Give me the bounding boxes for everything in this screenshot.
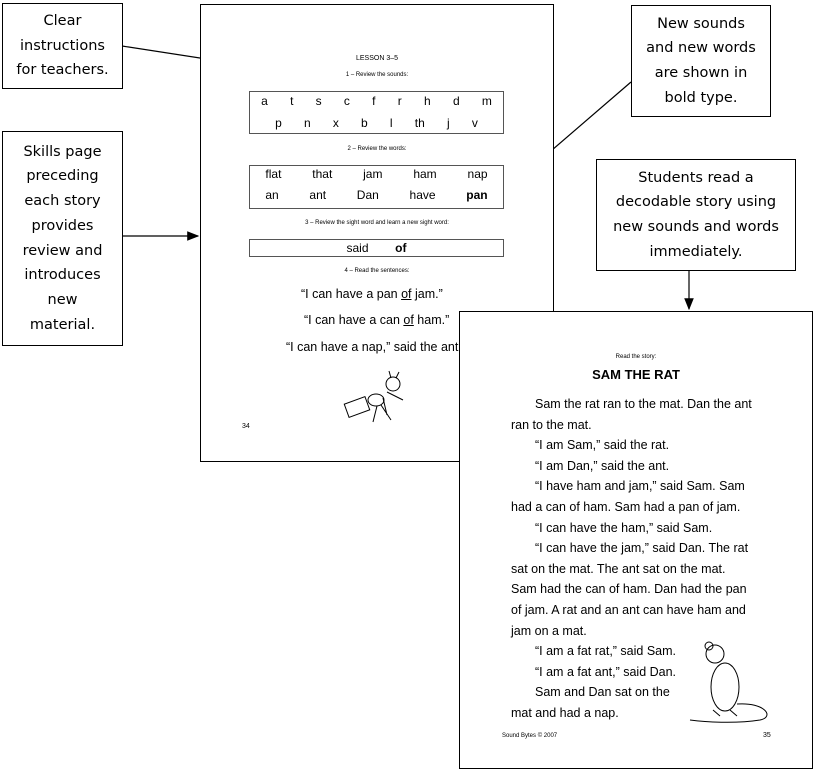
callout-line: preceding [26, 168, 99, 185]
story-line: “I can have the ham,” said Sam. [535, 520, 713, 535]
lesson-title: LESSON 3–5 [355, 55, 399, 62]
rat-illustration [689, 641, 768, 723]
callout-line: and new words [646, 40, 756, 57]
callout-teachers: Clear instructions for teachers. [2, 3, 123, 89]
callout-line: each story [24, 193, 101, 210]
story-line: “I am Dan,” said the ant. [535, 458, 670, 473]
sound: n [303, 116, 311, 130]
callout-line: bold type. [664, 89, 738, 106]
word: that [312, 167, 333, 181]
word: have [409, 188, 436, 202]
sound: x [332, 116, 339, 130]
sight-word-new: of [395, 241, 407, 255]
story-page: Read the story: SAM THE RAT Sam the rat … [459, 311, 813, 769]
story-footer: Sound Bytes © 2007 [502, 733, 558, 739]
story-line: Sam had the can of ham. Dan had the pan [511, 582, 747, 597]
sight-word-old: said [346, 241, 369, 255]
callout-line: provides [31, 217, 94, 234]
callout-bold: New sounds and new words are shown in bold … [631, 5, 771, 117]
callout-line: introduces [24, 267, 101, 284]
callout-line: instructions [20, 37, 105, 54]
sentence-2: “I can have a can of ham.” [304, 313, 450, 327]
word: ham [413, 167, 437, 181]
callout-line: for teachers. [16, 62, 109, 79]
sound: a [261, 94, 268, 108]
sound: l [389, 116, 393, 130]
skills-page: LESSON 3–5 1 – Review the sounds: a t s c f r… [200, 4, 554, 462]
word: an [265, 188, 279, 202]
story-line: Sam and Dan sat on the [535, 685, 670, 700]
story-line: “I can have the jam,” said Dan. The rat [535, 541, 749, 556]
story-line: mat and had a nap. [511, 705, 619, 720]
sentence-1: “I can have a pan of jam.” [301, 287, 443, 301]
callout-line: review and [22, 242, 103, 259]
callout-skills: Skills page preceding each story provides re… [2, 131, 123, 346]
page-number-right: 35 [763, 732, 771, 739]
word: flat [265, 167, 282, 181]
word-new: pan [466, 188, 488, 202]
story-line: ran to the mat. [511, 417, 592, 432]
callout-line: are shown in [654, 65, 748, 81]
sound: b [361, 116, 368, 130]
story-line: “I am a fat rat,” said Sam. [535, 644, 677, 659]
sound: p [275, 116, 282, 130]
story-line: “I am a fat ant,” said Dan. [535, 664, 677, 679]
story-line: sat on the mat. The ant sat on the mat. [511, 561, 726, 576]
sound: c [343, 94, 350, 108]
story-line: “I have ham and jam,” said Sam. Sam [535, 479, 745, 494]
sight-box: said of [249, 239, 504, 257]
sound: th [414, 116, 425, 130]
sound: d [452, 94, 460, 108]
word: jam [363, 167, 383, 181]
sound: f [372, 94, 376, 108]
callout-line: decodable story using [615, 194, 777, 211]
callout-line: Skills page [23, 143, 102, 160]
sound: j [446, 116, 450, 130]
callout-line: new [47, 291, 78, 308]
sounds-box: a t s c f r h d m p n x b l th j v [249, 91, 504, 134]
story-text: Sam the rat ran to the mat. Dan the ant r… [511, 394, 752, 724]
sound: r [397, 94, 402, 108]
step-4: 4 – Read the sentences: [344, 268, 410, 274]
story-line: “I am Sam,” said the rat. [535, 438, 670, 453]
story-line: jam on a mat. [511, 623, 587, 638]
callout-line: Students read a [638, 169, 754, 186]
story-instruction: Read the story: [615, 354, 657, 360]
sound: t [290, 94, 294, 108]
callout-students: Students read a decodable story using new … [596, 159, 796, 271]
word: nap [467, 167, 488, 181]
story-title: SAM THE RAT [592, 367, 680, 382]
words-box: flat that jam ham nap an ant Dan have pan [249, 165, 504, 209]
callout-line: Clear [43, 12, 82, 29]
sentence-3: “I can have a nap,” said the ant. [286, 340, 462, 354]
sound: h [424, 94, 431, 108]
word: ant [309, 188, 327, 202]
story-line: of jam. A rat and an ant can have ham an… [511, 602, 746, 617]
step-3: 3 – Review the sight word and learn a ne… [305, 220, 449, 226]
sound: v [471, 116, 478, 130]
word: Dan [356, 188, 379, 202]
callout-line: immediately. [649, 243, 743, 260]
callout-line: New sounds [657, 15, 745, 32]
story-line: Sam the rat ran to the mat. Dan the ant [535, 397, 752, 411]
page-number-left: 34 [242, 423, 250, 430]
ant-illustration [343, 370, 404, 423]
callout-line: new sounds and words [613, 219, 779, 235]
story-line: had a can of ham. Sam had a pan of jam. [511, 499, 741, 514]
callout-line: material. [29, 316, 96, 333]
sound: s [315, 94, 322, 108]
sound: m [481, 94, 492, 108]
step-2: 2 – Review the words: [347, 146, 407, 152]
step-1: 1 – Review the sounds: [345, 72, 409, 78]
